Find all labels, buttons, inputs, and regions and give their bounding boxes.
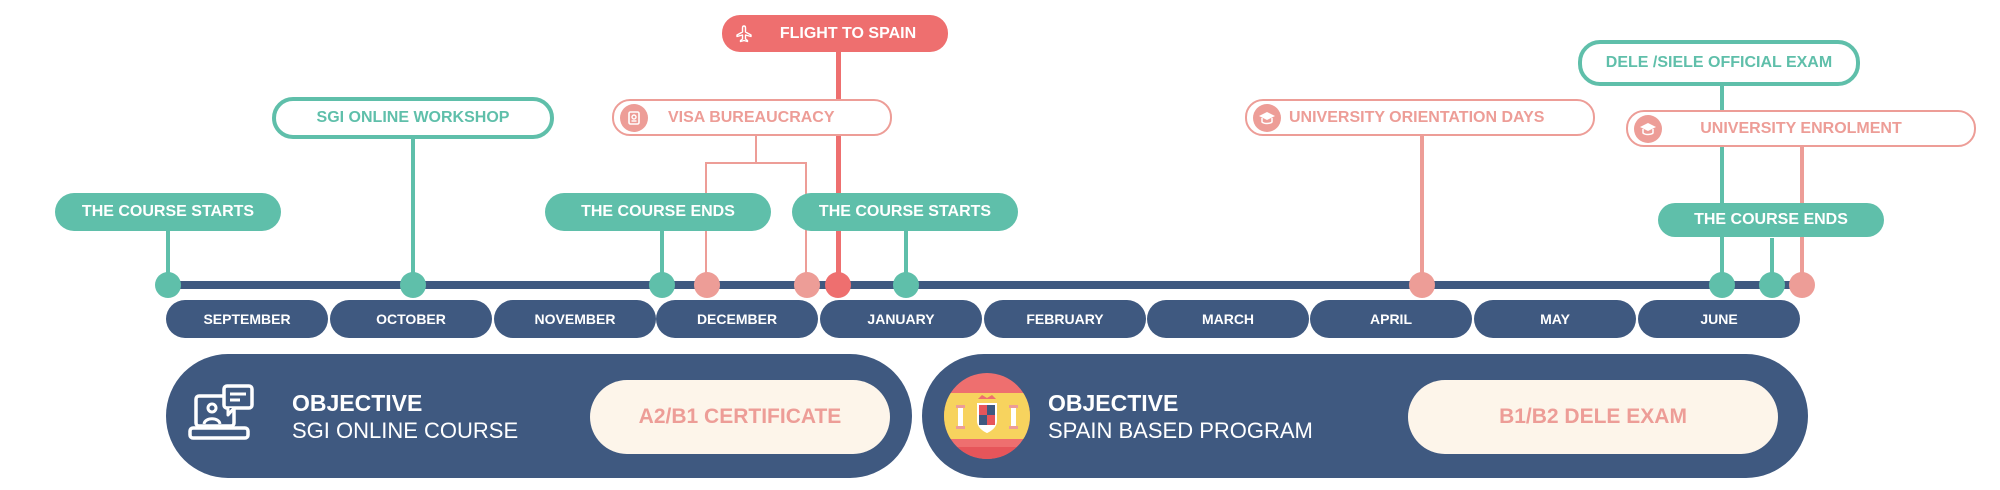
- dot-course-ends-2: [1759, 272, 1785, 298]
- passport-icon: [620, 104, 648, 132]
- dot-uni-enrolment: [1789, 272, 1815, 298]
- month-june: JUNE: [1638, 300, 1800, 338]
- objective-subtitle: SGI ONLINE COURSE: [292, 418, 519, 443]
- event-course-ends-1: THE COURSE ENDS: [545, 193, 771, 231]
- event-label: FLIGHT TO SPAIN: [779, 24, 917, 42]
- connector-uni-orientation: [1420, 136, 1424, 282]
- event-dele-exam: DELE /SIELE OFFICIAL EXAM: [1578, 40, 1860, 86]
- dot-course-starts-1: [155, 272, 181, 298]
- month-february: FEBRUARY: [984, 300, 1146, 338]
- connector-course-ends-2: [1770, 238, 1774, 282]
- month-october: OCTOBER: [330, 300, 492, 338]
- event-label: DELE /SIELE OFFICIAL EXAM: [1605, 54, 1833, 71]
- event-label: UNIVERSITY ENROLMENT: [1700, 119, 1902, 137]
- certificate-badge: A2/B1 CERTIFICATE: [590, 380, 890, 454]
- event-label: THE COURSE ENDS: [1694, 211, 1848, 228]
- event-label: SGI ONLINE WORKSHOP: [316, 109, 510, 126]
- event-course-starts-1: THE COURSE STARTS: [55, 193, 281, 231]
- month-december: DECEMBER: [656, 300, 818, 338]
- connector-course-starts-1: [166, 230, 170, 282]
- dot-sgi-workshop: [400, 272, 426, 298]
- objective-subtitle: SPAIN BASED PROGRAM: [1048, 418, 1313, 443]
- event-flight-to-spain: FLIGHT TO SPAIN: [722, 15, 948, 52]
- month-april: APRIL: [1310, 300, 1472, 338]
- connector-dele-exam: [1720, 86, 1724, 282]
- graduation-cap-icon: [1634, 115, 1662, 143]
- dot-course-ends-1: [649, 272, 675, 298]
- month-september: SEPTEMBER: [166, 300, 328, 338]
- certificate-badge: B1/B2 DELE EXAM: [1408, 380, 1778, 454]
- month-may: MAY: [1474, 300, 1636, 338]
- event-label: THE COURSE STARTS: [818, 203, 992, 220]
- dot-dele-exam: [1709, 272, 1735, 298]
- dot-course-starts-2: [893, 272, 919, 298]
- spain-flag-icon: [944, 373, 1030, 459]
- month-november: NOVEMBER: [494, 300, 656, 338]
- event-university-orientation: UNIVERSITY ORIENTATION DAYS: [1245, 99, 1595, 136]
- event-course-ends-2: THE COURSE ENDS: [1658, 203, 1884, 237]
- event-label: UNIVERSITY ORIENTATION DAYS: [1289, 108, 1545, 126]
- event-university-enrolment: UNIVERSITY ENROLMENT: [1626, 110, 1976, 147]
- month-march: MARCH: [1147, 300, 1309, 338]
- dot-visa-end: [794, 272, 820, 298]
- connector-sgi-workshop: [411, 136, 415, 282]
- objective-heading: OBJECTIVE: [1048, 390, 1179, 416]
- objective-panel-spain: OBJECTIVE SPAIN BASED PROGRAM B1/B2 DELE…: [922, 354, 1808, 478]
- month-january: JANUARY: [820, 300, 982, 338]
- graduation-cap-icon: [1253, 104, 1281, 132]
- objective-heading: OBJECTIVE: [292, 390, 423, 416]
- event-sgi-workshop: SGI ONLINE WORKSHOP: [272, 97, 554, 139]
- timeline-axis: [166, 281, 1806, 289]
- event-label: VISA BUREAUCRACY: [668, 108, 835, 126]
- connector-course-ends-1: [660, 230, 664, 282]
- event-label: THE COURSE ENDS: [581, 203, 735, 220]
- dot-visa-start: [694, 272, 720, 298]
- connector-course-starts-2: [904, 230, 908, 282]
- objective-panel-online: OBJECTIVE SGI ONLINE COURSE A2/B1 CERTIF…: [166, 354, 912, 478]
- plane-icon: [734, 24, 754, 44]
- connector-flight: [836, 52, 841, 282]
- dot-uni-orientation: [1409, 272, 1435, 298]
- event-label: THE COURSE STARTS: [81, 203, 255, 220]
- dot-flight: [825, 272, 851, 298]
- laptop-chat-icon: [188, 384, 258, 448]
- event-visa-bureaucracy: VISA BUREAUCRACY: [612, 99, 892, 136]
- event-course-starts-2: THE COURSE STARTS: [792, 193, 1018, 231]
